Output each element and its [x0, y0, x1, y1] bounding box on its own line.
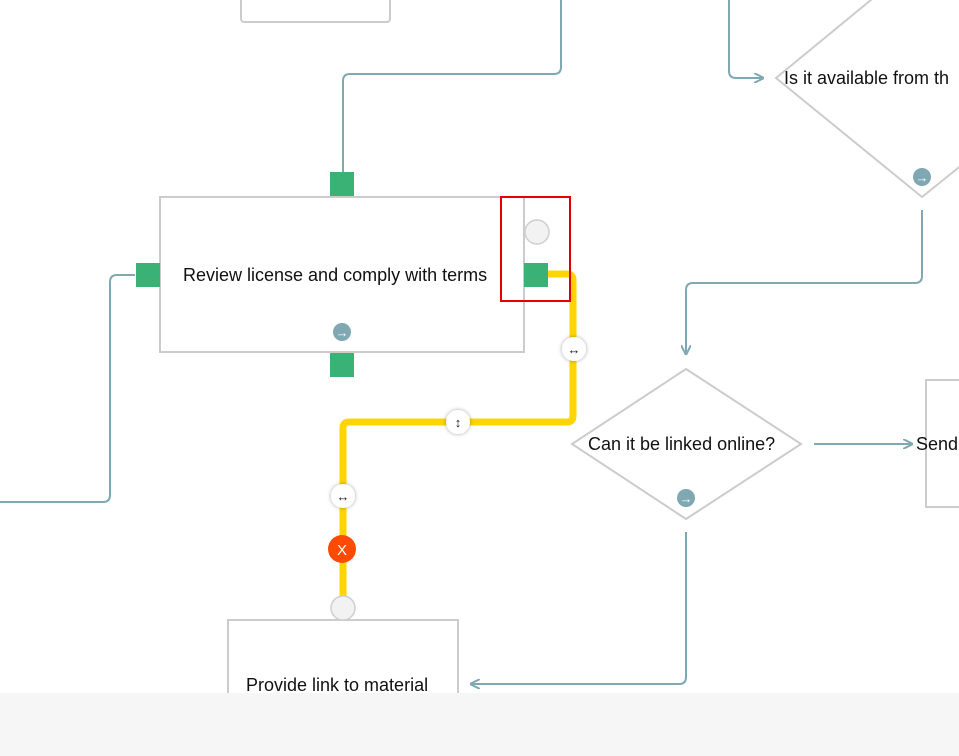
connector-end-anchor[interactable] — [330, 595, 356, 621]
provide-label: Provide link to material — [246, 675, 428, 695]
node-send[interactable]: Send — [916, 379, 959, 508]
connector-into-available[interactable] — [728, 0, 763, 78]
top-process-node[interactable] — [240, 0, 391, 23]
connector-left-to-review[interactable] — [0, 274, 135, 503]
review-label: Review license and comply with terms — [183, 265, 487, 285]
linked-next-arrow-icon[interactable]: → — [677, 489, 695, 507]
segment-handle-vertical[interactable] — [446, 410, 470, 434]
review-port-top[interactable] — [330, 172, 354, 196]
send-label: Send — [916, 434, 958, 454]
horizontal-handle-icon-1: ↔ — [568, 342, 581, 357]
available-next-arrow-icon[interactable]: → — [913, 168, 931, 186]
send-box[interactable] — [925, 379, 959, 508]
connector-start-anchor[interactable] — [524, 219, 550, 245]
segment-handle-horizontal-2[interactable] — [331, 484, 355, 508]
horizontal-handle-icon-2: ↔ — [337, 489, 350, 504]
selected-connector[interactable] — [339, 270, 577, 608]
node-linked[interactable]: Can it be linked online? — [570, 367, 803, 521]
linked-next-arrow-glyph: → — [680, 491, 693, 506]
highlight-box — [500, 196, 571, 302]
linked-diamond[interactable] — [570, 367, 803, 521]
connector-top-to-review[interactable] — [342, 0, 562, 178]
connector-linked-to-provide[interactable] — [471, 532, 687, 684]
delete-connector-button[interactable]: X — [328, 535, 356, 563]
delete-icon: X — [337, 542, 347, 559]
bottom-panel — [0, 693, 959, 756]
review-port-left[interactable] — [136, 263, 160, 287]
review-port-bottom[interactable] — [330, 353, 354, 377]
review-port-right[interactable] — [524, 263, 548, 287]
segment-handle-horizontal-1[interactable] — [562, 337, 586, 361]
connector-available-to-linked[interactable] — [686, 210, 923, 354]
available-diamond[interactable] — [774, 0, 959, 199]
linked-label: Can it be linked online? — [588, 434, 775, 454]
available-label: Is it available from th — [784, 68, 949, 88]
available-next-arrow-glyph: → — [916, 170, 929, 185]
vertical-handle-icon: ↕ — [455, 415, 462, 430]
review-next-arrow-icon[interactable]: → — [333, 323, 351, 341]
node-available[interactable]: Is it available from th — [774, 0, 959, 199]
connectors — [0, 0, 923, 684]
review-next-arrow-glyph: → — [336, 325, 349, 340]
